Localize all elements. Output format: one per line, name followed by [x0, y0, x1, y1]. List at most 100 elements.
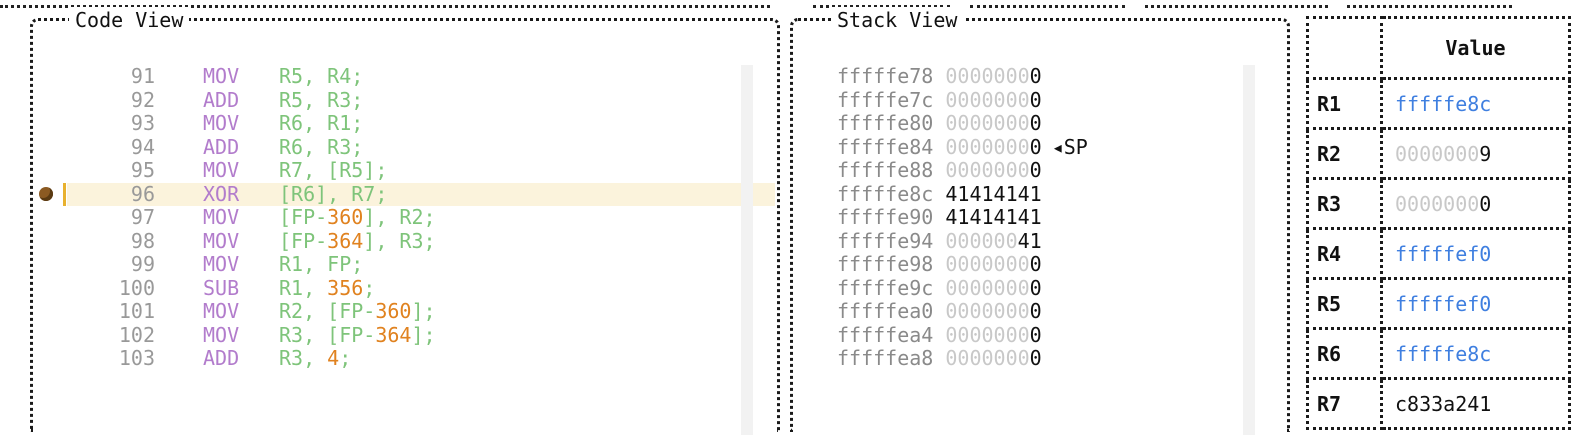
register-value-text: fffffef0 — [1395, 241, 1492, 266]
current-line-marker — [63, 182, 66, 206]
numeric-literal: 4 — [327, 346, 340, 370]
register-name: R4 — [1306, 227, 1383, 280]
stack-address: fffffe8c — [837, 181, 934, 206]
stack-value-zeros: 000000 — [945, 228, 1018, 253]
stack-row[interactable]: fffffe78 00000000 — [837, 64, 1088, 89]
stack-value-significant: 0 — [1029, 158, 1042, 182]
line-number: 92 — [130, 87, 155, 112]
operand-prefix: R3, [FP- — [279, 322, 376, 347]
top-border-segment — [0, 5, 770, 8]
register-row[interactable]: R4 fffffef0 — [1306, 227, 1571, 280]
stack-value-zeros: 0000000 — [945, 158, 1030, 182]
stack-value-zeros: 0000000 — [945, 134, 1030, 159]
register-header-row: Value — [1306, 16, 1571, 80]
stack-value-zeros: 0000000 — [945, 322, 1030, 347]
operand-prefix: R3, — [279, 346, 328, 370]
stack-value-zeros: 0000000 — [945, 252, 1030, 276]
register-value[interactable]: fffffe8c — [1380, 327, 1571, 380]
stack-address: fffffe7c — [837, 87, 934, 112]
numeric-literal: 364 — [327, 228, 364, 253]
line-number: 98 — [130, 228, 155, 253]
operands: R3, [FP-364]; — [279, 322, 436, 348]
stack-value-zeros: 0000000 — [945, 299, 1030, 323]
stack-address: fffffe94 — [837, 228, 934, 253]
stack-value-significant: 0 — [1029, 134, 1042, 159]
stack-row[interactable]: fffffe98 00000000 — [837, 252, 1088, 277]
opcode: ADD — [203, 134, 240, 159]
register-value-zeros: 0000000 — [1395, 191, 1480, 216]
stack-row[interactable]: fffffe90 41414141 — [837, 205, 1088, 230]
numeric-literal: 360 — [375, 299, 412, 323]
top-border-segment — [1347, 5, 1512, 8]
register-value[interactable]: c833a241 — [1380, 377, 1571, 430]
stack-address: fffffe9c — [837, 275, 934, 300]
stack-row[interactable]: fffffe9c 00000000 — [837, 275, 1088, 301]
line-number: 100 — [118, 275, 155, 300]
stack-row[interactable]: fffffea0 00000000 — [837, 299, 1088, 324]
stack-value-significant: 0 — [1029, 346, 1042, 370]
register-value[interactable]: 00000000 — [1380, 177, 1571, 230]
stack-row[interactable]: fffffea8 00000000 — [837, 346, 1088, 371]
register-value-zeros: 0000000 — [1395, 141, 1480, 166]
top-border-segment — [813, 5, 950, 8]
stack-row[interactable]: fffffe7c 00000000 — [837, 87, 1088, 113]
opcode: MOV — [203, 205, 240, 229]
register-name: R1 — [1306, 77, 1383, 130]
operand-suffix: ], R3; — [363, 228, 436, 253]
code-scrollbar[interactable] — [741, 65, 753, 435]
register-value[interactable]: fffffef0 — [1380, 277, 1571, 330]
stack-address: fffffea8 — [837, 346, 934, 370]
operand-suffix: ]; — [411, 299, 436, 323]
stack-row[interactable]: fffffe84 00000000 ◂SP — [837, 134, 1088, 160]
breakpoint-icon[interactable] — [39, 186, 53, 201]
code-line[interactable]: 91 MOV R5, R4; — [33, 64, 777, 89]
operands: R6, R1; — [279, 111, 364, 135]
register-value[interactable]: fffffe8c — [1380, 77, 1571, 130]
stack-row[interactable]: fffffe80 00000000 — [837, 111, 1088, 136]
line-number: 91 — [130, 64, 155, 88]
stack-row[interactable]: fffffe8c 41414141 — [837, 181, 1088, 207]
operands: R1, FP; — [279, 252, 364, 276]
value-column-header: Value — [1380, 16, 1571, 80]
operands: R5, R4; — [279, 64, 364, 88]
opcode: ADD — [203, 346, 240, 370]
register-value-text: fffffe8c — [1395, 341, 1492, 366]
stack-value-significant: 0 — [1029, 275, 1042, 300]
register-value[interactable]: 00000009 — [1380, 127, 1571, 180]
stack-row[interactable]: fffffe94 00000041 — [837, 228, 1088, 254]
sp-pointer: ◂SP — [1052, 135, 1088, 159]
register-value-significant: 9 — [1479, 141, 1492, 166]
stack-value-zeros: 0000000 — [945, 87, 1030, 112]
stack-row[interactable]: fffffe88 00000000 — [837, 158, 1088, 183]
operands: R6, R3; — [279, 134, 364, 159]
operands: R7, [R5]; — [279, 158, 388, 182]
stack-address: fffffe84 — [837, 134, 934, 159]
stack-row[interactable]: fffffea4 00000000 — [837, 322, 1088, 348]
operand-prefix: [FP- — [279, 205, 328, 229]
opcode: MOV — [203, 64, 240, 88]
stack-scrollbar[interactable] — [1243, 65, 1255, 435]
register-value[interactable]: fffffef0 — [1380, 227, 1571, 280]
stack-address: fffffea0 — [837, 299, 934, 323]
